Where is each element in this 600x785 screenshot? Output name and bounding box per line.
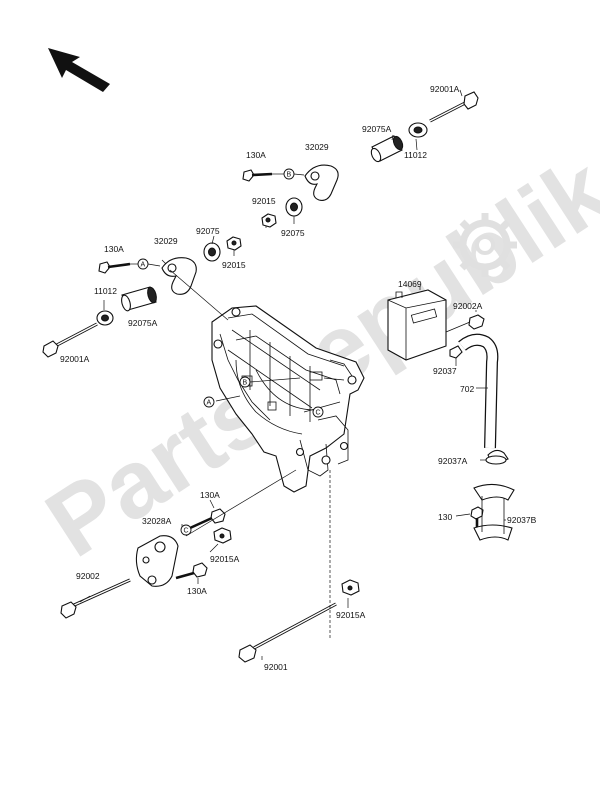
label-92001: 92001 <box>264 662 288 672</box>
svg-text:C: C <box>184 528 189 535</box>
label-92037: 92037 <box>433 366 457 376</box>
nut-92015-mid <box>226 236 242 251</box>
label-92075-mid: 92075 <box>196 226 220 236</box>
spacer-92075a-top <box>370 135 404 163</box>
label-92015-top: 92015 <box>252 196 276 206</box>
bolt-130a-mid <box>98 261 161 274</box>
label-130a-top: 130A <box>246 150 266 160</box>
label-130a-low2: 130A <box>187 586 207 596</box>
label-32029-top: 32029 <box>305 142 329 152</box>
label-92075a-mid: 92075A <box>128 318 158 328</box>
label-92075-top: 92075 <box>281 228 305 238</box>
bolt-130a-top <box>242 169 305 182</box>
label-14069: 14069 <box>398 279 422 289</box>
clamp-92037 <box>449 345 463 359</box>
part-labels: 92001A 92075A 11012 32029 130A 92015 920… <box>60 84 537 672</box>
leader-lines <box>79 89 506 660</box>
spacer-92075a-mid <box>121 286 157 312</box>
bracket-32029-mid <box>161 257 197 295</box>
bolt-130a-low2 <box>175 562 208 580</box>
tank-14069 <box>387 289 447 361</box>
front-arrow-icon <box>48 48 110 92</box>
bolt-92002a <box>445 314 485 333</box>
label-32029-mid: 32029 <box>154 236 178 246</box>
marker-c-low: C <box>180 524 192 536</box>
label-92015a-bottom: 92015A <box>336 610 366 620</box>
nut-92015a-low <box>213 527 232 544</box>
bolt-92001a-top <box>429 91 479 123</box>
nut-92015-top <box>261 213 277 228</box>
clamp-92037a <box>485 449 509 465</box>
bolt-130a-low1 <box>189 508 226 530</box>
svg-text:A: A <box>207 400 212 407</box>
svg-text:C: C <box>316 410 321 417</box>
label-11012-mid: 11012 <box>94 286 117 296</box>
bush-92075-mid <box>203 242 221 262</box>
bolt-92001 <box>238 602 337 663</box>
collar-11012-top <box>408 122 428 138</box>
clamp-92037b <box>473 483 515 541</box>
label-92075a-top: 92075A <box>362 124 392 134</box>
bracket-32029-top <box>304 164 339 201</box>
frame <box>211 305 365 493</box>
bracket-32028a <box>135 535 179 587</box>
bolt-92002 <box>60 578 131 619</box>
svg-text:A: A <box>141 262 146 269</box>
label-130a-low1: 130A <box>200 490 220 500</box>
marker-b-frame: B <box>239 376 251 388</box>
svg-text:B: B <box>243 380 248 387</box>
label-92015a-low: 92015A <box>210 554 240 564</box>
label-11012-top: 11012 <box>404 150 427 160</box>
bush-92075-top <box>285 197 303 217</box>
gear-icon <box>453 213 517 277</box>
label-92001a-mid: 92001A <box>60 354 90 364</box>
label-130-right: 130 <box>438 512 452 522</box>
label-92037a: 92037A <box>438 456 468 466</box>
collar-11012-mid <box>96 310 114 326</box>
svg-text:B: B <box>287 172 292 179</box>
label-702: 702 <box>460 384 474 394</box>
marker-a-mid: A <box>137 258 149 270</box>
label-32028a: 32028A <box>142 516 172 526</box>
marker-c-frame: C <box>312 406 324 418</box>
label-92015-mid: 92015 <box>222 260 246 270</box>
label-92002: 92002 <box>76 571 100 581</box>
label-92001a-top: 92001A <box>430 84 460 94</box>
bolt-92001a-mid <box>42 322 98 358</box>
nut-92015a-bottom <box>341 579 360 596</box>
label-130a-mid: 130A <box>104 244 124 254</box>
label-92002a: 92002A <box>453 301 483 311</box>
label-92037b: 92037B <box>507 515 537 525</box>
hose-702 <box>458 333 499 449</box>
marker-b-top: B <box>283 168 295 180</box>
marker-a-frame: A <box>203 396 215 408</box>
